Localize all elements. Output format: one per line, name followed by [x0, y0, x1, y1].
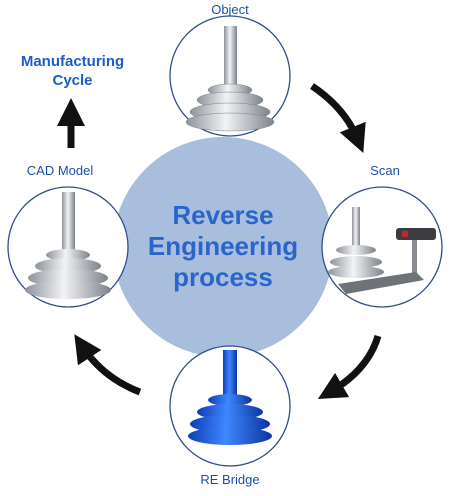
re-bridge-label: RE Bridge [200, 472, 260, 487]
blue-gear-icon [188, 350, 272, 445]
cad-gear-icon [25, 192, 111, 299]
center-title-line-2: Engineering [147, 231, 299, 261]
scan-node [321, 186, 443, 308]
arrow-scan-to-bridge [317, 334, 382, 400]
cad-model-node [7, 186, 129, 308]
center-circle [113, 137, 333, 357]
manufacturing-line-2: Cycle [52, 72, 93, 89]
arrow-bridge-to-cad [74, 334, 142, 396]
center-title-line-1: Reverse [172, 200, 274, 230]
manufacturing-line-1: Manufacturing [20, 53, 125, 70]
center-title: Reverse Engineering process [128, 200, 318, 293]
re-bridge-node [169, 345, 291, 467]
center-title-line-3: process [173, 262, 273, 292]
arrow-object-to-scan [310, 83, 366, 153]
scan-label: Scan [370, 163, 400, 178]
object-gear-icon [185, 26, 275, 132]
manufacturing-cycle-label: Manufacturing Cycle [0, 52, 145, 90]
cad-model-label: CAD Model [26, 163, 94, 178]
object-label: Object [211, 2, 249, 17]
object-node [169, 15, 291, 137]
scanner-icon [328, 207, 436, 294]
